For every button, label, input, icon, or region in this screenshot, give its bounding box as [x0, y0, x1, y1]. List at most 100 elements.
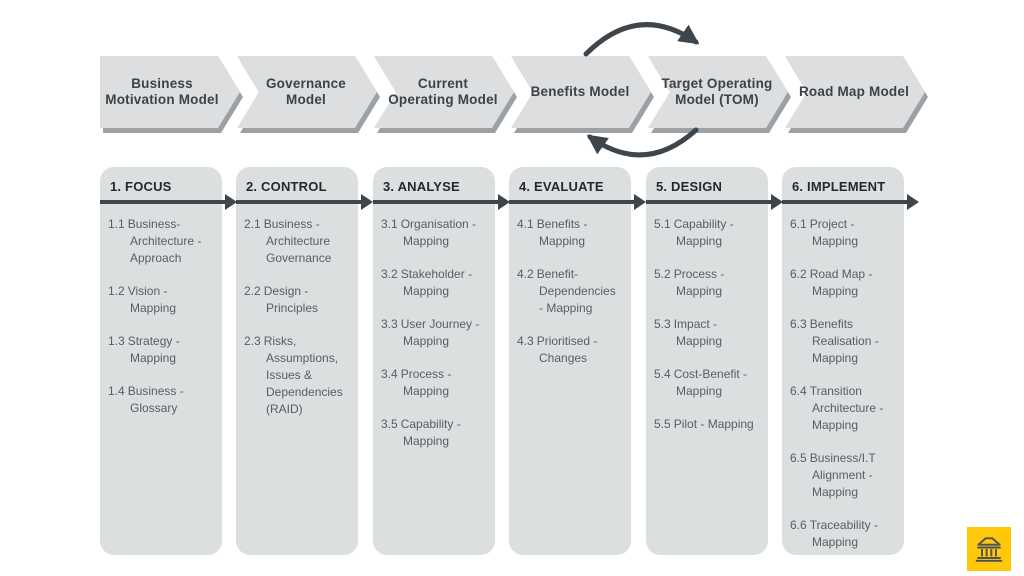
item-text: Strategy - Mapping — [127, 334, 180, 365]
item-number: 4.1 — [517, 217, 534, 231]
item-text: Benefits Realisation - Mapping — [809, 317, 879, 365]
phase-title: 5. DESIGN — [656, 179, 723, 194]
item-text: Capability - Mapping — [673, 217, 734, 248]
phase-arrow-icon — [509, 194, 646, 210]
item-text: Benefits - Mapping — [536, 217, 588, 248]
item-number: 5.4 — [654, 367, 671, 381]
item-number: 1.3 — [108, 334, 125, 348]
item-text: Organisation - Mapping — [400, 217, 477, 248]
phase-title: 2. CONTROL — [246, 179, 327, 194]
item-text: Business/I.T Alignment - Mapping — [809, 451, 876, 499]
bank-icon — [975, 537, 1003, 562]
item-number: 5.2 — [654, 267, 671, 281]
item-text: Design - Principles — [263, 284, 319, 315]
item-text: Road Map - Mapping — [809, 267, 873, 298]
logo-badge — [967, 527, 1011, 571]
item-number: 4.2 — [517, 267, 534, 281]
item-text: Vision - Mapping — [127, 284, 177, 315]
chevron-label-governance-model: Governance Model — [265, 75, 347, 107]
item-text: Process - Mapping — [400, 367, 452, 398]
chevron-label-target-operating-model: Target Operating Model (TOM) — [661, 75, 773, 107]
benefits-tom-loop-arrows — [583, 22, 700, 158]
item-number: 6.2 — [790, 267, 807, 281]
item-number: 6.1 — [790, 217, 807, 231]
chevron-shape-road-map — [785, 56, 925, 128]
item-text: Stakeholder - Mapping — [400, 267, 473, 298]
phase-title: 4. EVALUATE — [519, 179, 604, 194]
chevron-shape-target-operating — [648, 56, 788, 128]
item-text: Traceability - Mapping — [809, 518, 878, 549]
item-text: Transition Architecture - Mapping — [809, 384, 884, 432]
item-text: Project - Mapping — [809, 217, 859, 248]
item-number: 1.1 — [108, 217, 125, 231]
phase-title: 1. FOCUS — [110, 179, 172, 194]
phase-arrow-icon — [236, 194, 373, 210]
chevron-shape-governance — [237, 56, 377, 128]
item-text: Business - Architecture Governance — [263, 217, 332, 265]
loop-arrow-forward — [583, 22, 700, 57]
item-number: 6.6 — [790, 518, 807, 532]
item-number: 1.4 — [108, 384, 125, 398]
item-number: 4.3 — [517, 334, 534, 348]
chevron-label-current-operating-model: Current Operating Model — [388, 75, 498, 107]
item-number: 6.5 — [790, 451, 807, 465]
phase-arrow-icon — [373, 194, 510, 210]
chevron-shape-benefits — [511, 56, 651, 128]
item-text: Cost-Benefit - Mapping — [673, 367, 748, 398]
item-number: 2.2 — [244, 284, 261, 298]
process-flow-svg — [100, 56, 928, 133]
item-number: 5.5 — [654, 417, 671, 431]
item-text: User Journey - Mapping — [400, 317, 480, 348]
phase-arrow-icon — [782, 194, 919, 210]
item-text: Business - Glossary — [127, 384, 184, 415]
phase-title: 3. ANALYSE — [383, 179, 460, 194]
item-number: 3.4 — [381, 367, 398, 381]
item-text: Process - Mapping — [673, 267, 725, 298]
item-number: 3.1 — [381, 217, 398, 231]
chevron-label-business-motivation-model: Business Motivation Model — [105, 75, 219, 107]
item-text: Impact - Mapping — [673, 317, 723, 348]
item-number: 5.3 — [654, 317, 671, 331]
item-number: 2.3 — [244, 334, 261, 348]
item-text: Business-Architecture - Approach — [127, 217, 202, 265]
chevron-label-road-map-model: Road Map Model — [798, 83, 910, 99]
item-text: Risks, Assumptions, Issues & Dependencie… — [263, 334, 343, 416]
item-number: 3.5 — [381, 417, 398, 431]
item-number: 1.2 — [108, 284, 125, 298]
item-text: Prioritised - Changes — [536, 334, 598, 365]
loop-arrow-backward — [586, 127, 699, 158]
item-text: Capability - Mapping — [400, 417, 461, 448]
